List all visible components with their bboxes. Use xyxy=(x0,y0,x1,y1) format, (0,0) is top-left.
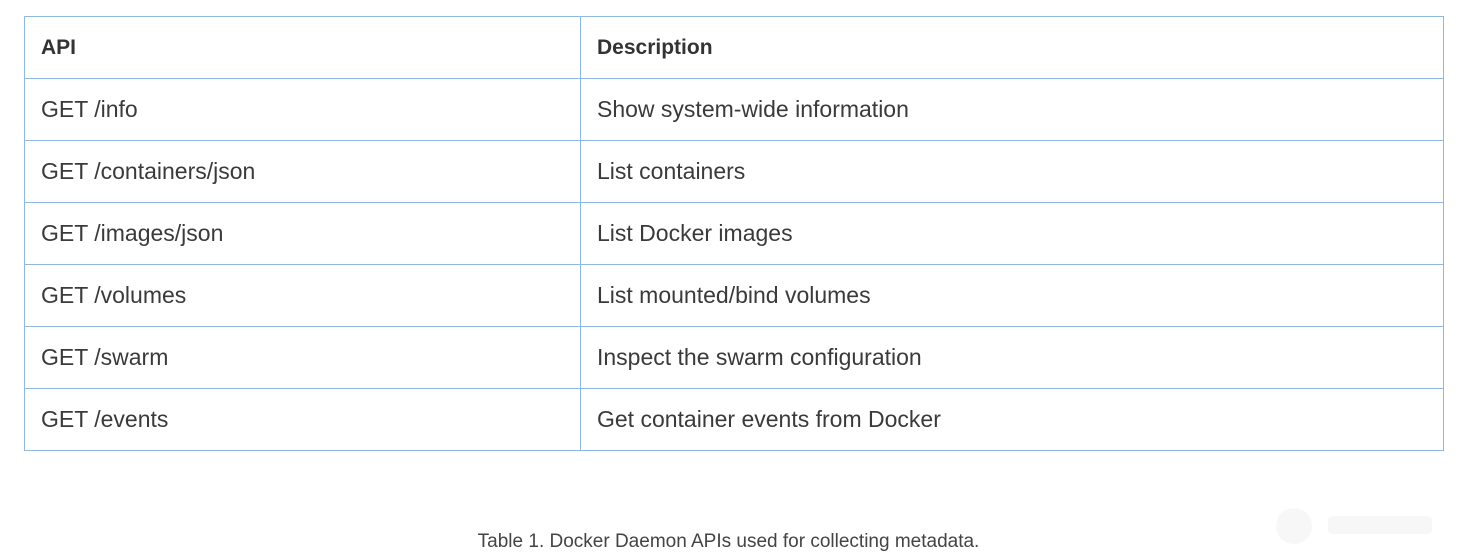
api-cell: GET /containers/json xyxy=(24,140,581,203)
table-row: GET /info Show system-wide information xyxy=(24,78,1444,141)
description-cell: List Docker images xyxy=(580,202,1444,265)
api-table: API Description GET /info Show system-wi… xyxy=(24,16,1444,451)
table-caption: Table 1. Docker Daemon APIs used for col… xyxy=(477,531,980,552)
api-cell: GET /volumes xyxy=(24,264,581,327)
table-row: GET /images/json List Docker images xyxy=(24,202,1444,265)
header-description: Description xyxy=(580,16,1444,79)
description-cell: List containers xyxy=(580,140,1444,203)
api-cell: GET /events xyxy=(24,388,581,451)
table-header-row: API Description xyxy=(24,16,1444,79)
description-cell: List mounted/bind volumes xyxy=(580,264,1444,327)
table-row: GET /events Get container events from Do… xyxy=(24,388,1444,451)
description-cell: Show system-wide information xyxy=(580,78,1444,141)
description-cell: Inspect the swarm configuration xyxy=(580,326,1444,389)
table-row: GET /swarm Inspect the swarm configurati… xyxy=(24,326,1444,389)
api-cell: GET /swarm xyxy=(24,326,581,389)
table-row: GET /containers/json List containers xyxy=(24,140,1444,203)
table-row: GET /volumes List mounted/bind volumes xyxy=(24,264,1444,327)
description-cell: Get container events from Docker xyxy=(580,388,1444,451)
header-api: API xyxy=(24,16,581,79)
api-cell: GET /info xyxy=(24,78,581,141)
api-cell: GET /images/json xyxy=(24,202,581,265)
